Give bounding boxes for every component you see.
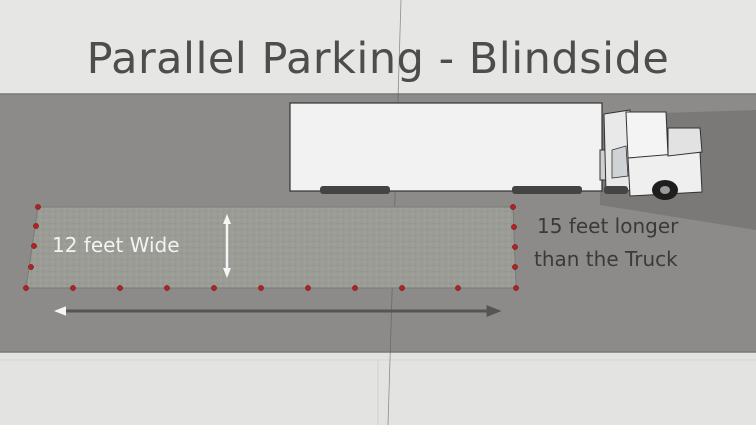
truck — [289, 102, 703, 200]
page-title: Parallel Parking - Blindside — [86, 34, 670, 84]
top-sidewalk — [0, 0, 756, 94]
width-label: 12 feet Wide — [52, 233, 180, 257]
cone-markers — [23, 204, 519, 291]
length-label-line2: than the Truck — [534, 247, 678, 271]
length-label-line1: 15 feet longer — [537, 214, 679, 238]
